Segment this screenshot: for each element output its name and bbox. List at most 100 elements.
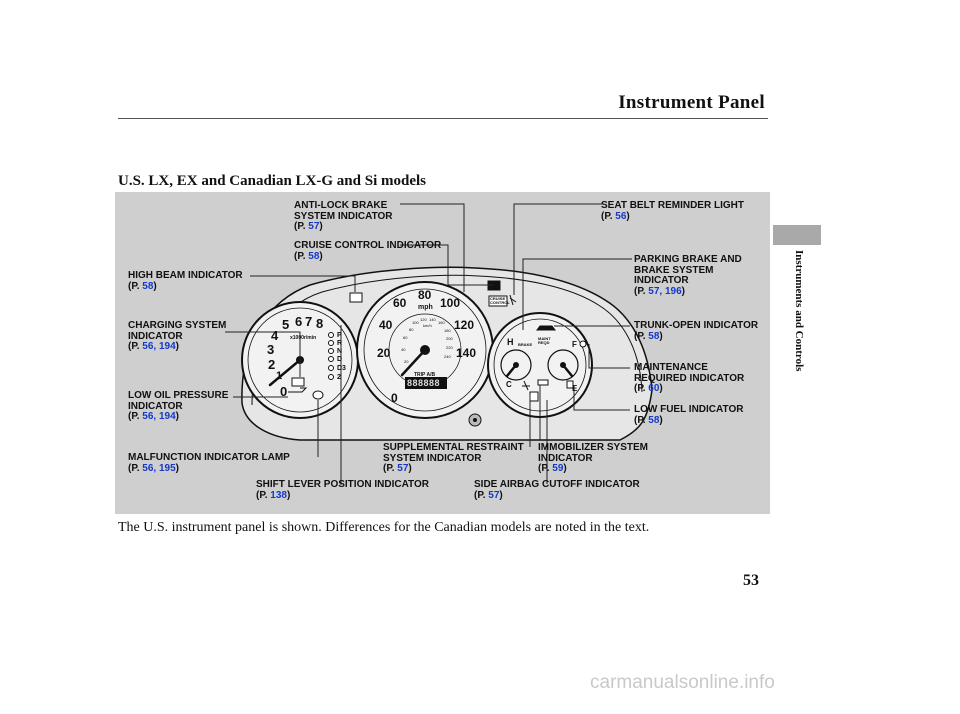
odometer-window [405,377,447,389]
tach-mark-1: 1 [276,370,283,382]
tach-mark-0: 0 [280,384,288,399]
side-airbag-cutoff-icon [529,391,539,402]
page-ref-link[interactable]: 57, 196 [648,285,682,297]
maint-label: MAINT REQD [538,336,551,345]
temp-hot-label: H [507,337,514,347]
header-rule [118,118,768,119]
page-ref-link[interactable]: 58 [308,250,320,262]
oil-pressure-icon [288,387,308,393]
km-mark-220: 220 [446,345,453,350]
page-ref-link[interactable]: 60 [648,383,660,394]
callout-seat-belt: SEAT BELT REMINDER LIGHT (P. 56) [601,200,744,222]
trunk-icon [536,325,556,331]
gear-p: P [337,332,342,339]
speed-mark-140: 140 [456,346,477,360]
km-unit: km/h [423,323,432,328]
speed-mark-60: 60 [393,296,407,310]
km-mark-20: 20 [404,359,409,364]
tach-mark-4: 4 [271,328,279,343]
km-mark-200: 200 [446,336,453,341]
figure-caption: The U.S. instrument panel is shown. Diff… [118,520,650,535]
tach-mark-8: 8 [316,316,324,331]
page-header-title: Instrument Panel [618,92,765,113]
page-ref-link[interactable]: 56, 194 [142,341,176,352]
speed-mark-40: 40 [379,318,393,332]
speed-mark-80: 80 [418,288,432,302]
page-number: 53 [743,572,759,589]
tach-mark-7: 7 [305,314,313,329]
page-ref-link[interactable]: 56, 195 [142,462,176,474]
brake-label: BRAKE [518,342,533,347]
callout-high-beam: HIGH BEAM INDICATOR (P. 58) [128,270,243,292]
callout-maintenance-required: MAINTENANCE REQUIRED INDICATOR (P. 60) [634,362,745,394]
callout-cruise-control: CRUISE CONTROL INDICATOR (P. 58) [294,240,442,262]
km-mark-120: 120 [420,317,427,322]
gear-n: N [337,348,343,355]
km-mark-180: 180 [444,328,451,333]
gear-d: D [337,356,343,363]
cruise-control-icon [488,295,508,307]
high-beam-icon [349,292,363,303]
page-ref-link[interactable]: 57 [397,463,409,474]
watermark: carmanualsonline.info [590,672,775,693]
section-title: U.S. LX, EX and Canadian LX-G and Si mod… [118,173,427,189]
callout-trunk-open: TRUNK-OPEN INDICATOR (P. 58) [634,320,759,342]
page-ref-link[interactable]: 58 [142,280,154,292]
page-ref-link[interactable]: 58 [648,330,660,342]
speedometer-needle [400,348,427,377]
low-fuel-icon [566,380,574,389]
fuel-empty-label: E [572,384,578,393]
callout-shift-lever-position: SHIFT LEVER POSITION INDICATOR (P. 138) [256,479,429,501]
gear-d3: D3 [337,365,346,372]
tach-mark-5: 5 [282,317,290,332]
callout-immobilizer: IMMOBILIZER SYSTEM INDICATOR (P. 59) [538,442,648,474]
page-ref-link[interactable]: 59 [552,463,564,474]
km-mark-240: 240 [444,354,451,359]
tach-unit: x1000r/min [290,335,317,341]
callout-low-oil-pressure: LOW OIL PRESSURE INDICATOR (P. 56, 194) [128,390,229,422]
gear-r: R [337,340,343,347]
callout-parking-brake: PARKING BRAKE AND BRAKE SYSTEM INDICATOR… [634,254,742,297]
speed-mark-120: 120 [454,318,475,332]
km-mark-100: 100 [412,320,419,325]
km-mark-60: 60 [403,335,408,340]
page-ref-link[interactable]: 57 [308,221,320,232]
cruise-label: CRUISE CONTROL [490,296,510,305]
callout-low-fuel: LOW FUEL INDICATOR (P. 58) [634,404,744,426]
page-ref-link[interactable]: 58 [648,414,660,426]
temp-cold-label: C [506,380,512,389]
km-mark-80: 80 [409,327,414,332]
tach-mark-2: 2 [268,357,276,372]
gear-2: 2 [337,374,341,381]
tach-mark-6: 6 [295,314,303,329]
trip-label: TRIP A/B [414,372,436,378]
callout-charging-system: CHARGING SYSTEM INDICATOR (P. 56, 194) [128,320,227,352]
maintenance-icon [579,340,587,348]
srs-icon [522,380,530,391]
callout-side-airbag-cutoff: SIDE AIRBAG CUTOFF INDICATOR (P. 57) [474,479,640,501]
immobilizer-icon [537,379,549,386]
charging-icon [291,377,305,387]
speed-unit: mph [418,304,433,311]
speed-mark-0: 0 [391,391,398,405]
callout-malfunction-lamp: MALFUNCTION INDICATOR LAMP (P. 56, 195) [128,452,290,474]
section-tab-marker [773,225,821,245]
page-ref-link[interactable]: 56 [615,210,627,222]
callout-antilock-brake: ANTI-LOCK BRAKE SYSTEM INDICATOR (P. 57) [294,200,393,232]
page-ref-link[interactable]: 56, 194 [142,411,176,422]
seatbelt-icon [509,294,517,306]
km-mark-40: 40 [401,347,406,352]
fuel-full-label: F [572,340,577,349]
speed-mark-100: 100 [440,296,461,310]
page-ref-link[interactable]: 138 [270,489,287,501]
odometer-readout: 888888 [407,378,441,388]
mil-icon [312,390,324,400]
km-mark-140: 140 [429,317,436,322]
speed-mark-20: 20 [377,346,391,360]
tachometer-needle [268,358,302,387]
callout-srs: SUPPLEMENTAL RESTRAINT SYSTEM INDICATOR … [383,442,524,474]
tach-mark-3: 3 [267,342,275,357]
page-ref-link[interactable]: 57 [488,489,500,501]
km-mark-160: 160 [438,320,445,325]
